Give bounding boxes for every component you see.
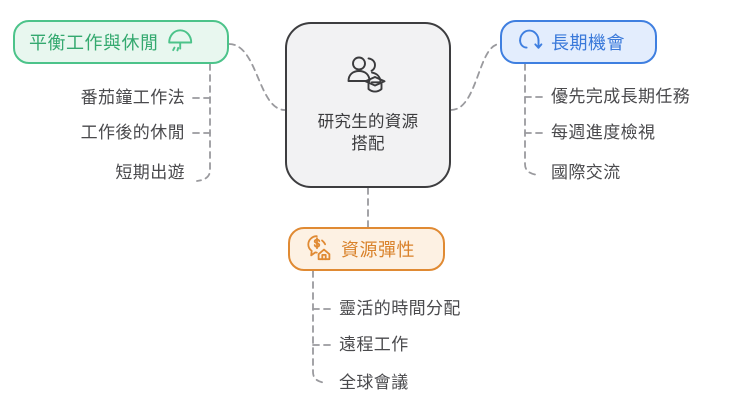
edge-center-to-balance [228, 43, 286, 111]
branch-head-balance-label: 平衡工作與休閒 [29, 33, 159, 53]
edge-center-to-longterm [450, 43, 501, 111]
leaf-longterm-3[interactable]: 國際交流 [551, 163, 621, 182]
branch-head-flexibility[interactable]: 資源彈性 [288, 227, 445, 271]
umbrella-icon [166, 26, 194, 59]
leaf-flexibility-2[interactable]: 遠程工作 [339, 335, 409, 354]
branch-head-flexibility-label: 資源彈性 [341, 240, 415, 260]
edge-longterm-spine [524, 63, 539, 176]
edge-balance-spine [196, 63, 211, 182]
leaf-flexibility-1[interactable]: 靈活的時間分配 [339, 299, 461, 318]
leaf-balance-1[interactable]: 番茄鐘工作法 [80, 88, 185, 107]
center-node[interactable]: 研究生的資源搭配 [285, 22, 451, 188]
branch-head-longterm[interactable]: 長期機會 [500, 20, 657, 64]
money-house-icon [304, 232, 334, 267]
leaf-balance-3[interactable]: 短期出遊 [115, 163, 185, 182]
leaf-balance-2[interactable]: 工作後的休閒 [80, 123, 185, 142]
leaf-longterm-2[interactable]: 每週進度檢視 [551, 123, 656, 142]
people-graduation-cap-icon [342, 55, 394, 106]
leaf-flexibility-3[interactable]: 全球會議 [339, 373, 409, 392]
branch-head-balance[interactable]: 平衡工作與休閒 [13, 20, 229, 64]
center-node-label: 研究生的資源搭配 [317, 112, 419, 153]
edge-flexibility-spine [312, 270, 327, 384]
branch-head-longterm-label: 長期機會 [551, 33, 625, 53]
rotate-arrow-icon [516, 26, 544, 59]
leaf-longterm-1[interactable]: 優先完成長期任務 [551, 87, 691, 106]
